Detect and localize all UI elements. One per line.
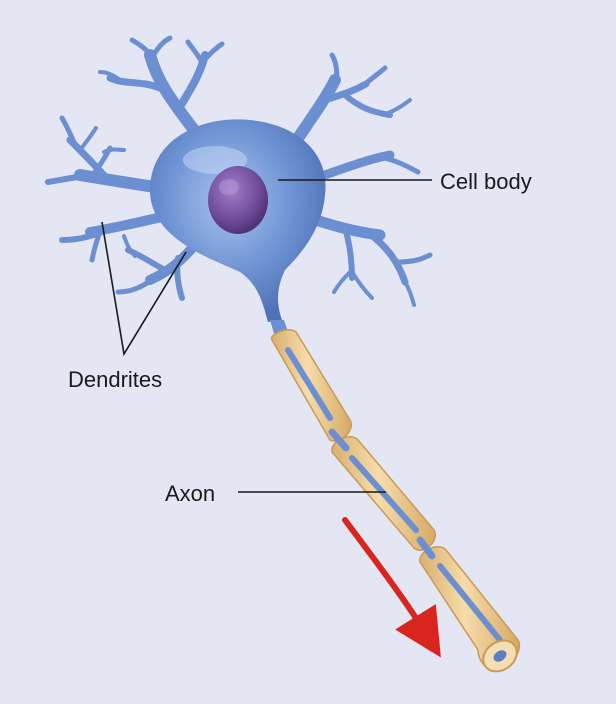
axon-cut-end: [482, 639, 518, 673]
myelin-sheath-1: [270, 329, 353, 442]
cell-body-label: Cell body: [440, 169, 532, 194]
dendrites-label: Dendrites: [68, 367, 163, 392]
axon-label: Axon: [165, 481, 216, 506]
nucleus-highlight: [219, 179, 239, 195]
signal-direction-arrow: [342, 517, 441, 658]
myelin-sheath-2: [331, 436, 437, 551]
axon: [270, 329, 521, 673]
node-of-ranvier-1: [328, 428, 350, 452]
dendrites-leader: [101, 221, 187, 357]
leader-lines: [101, 179, 432, 493]
node-of-ranvier-2: [416, 536, 436, 560]
nucleus: [208, 166, 268, 234]
